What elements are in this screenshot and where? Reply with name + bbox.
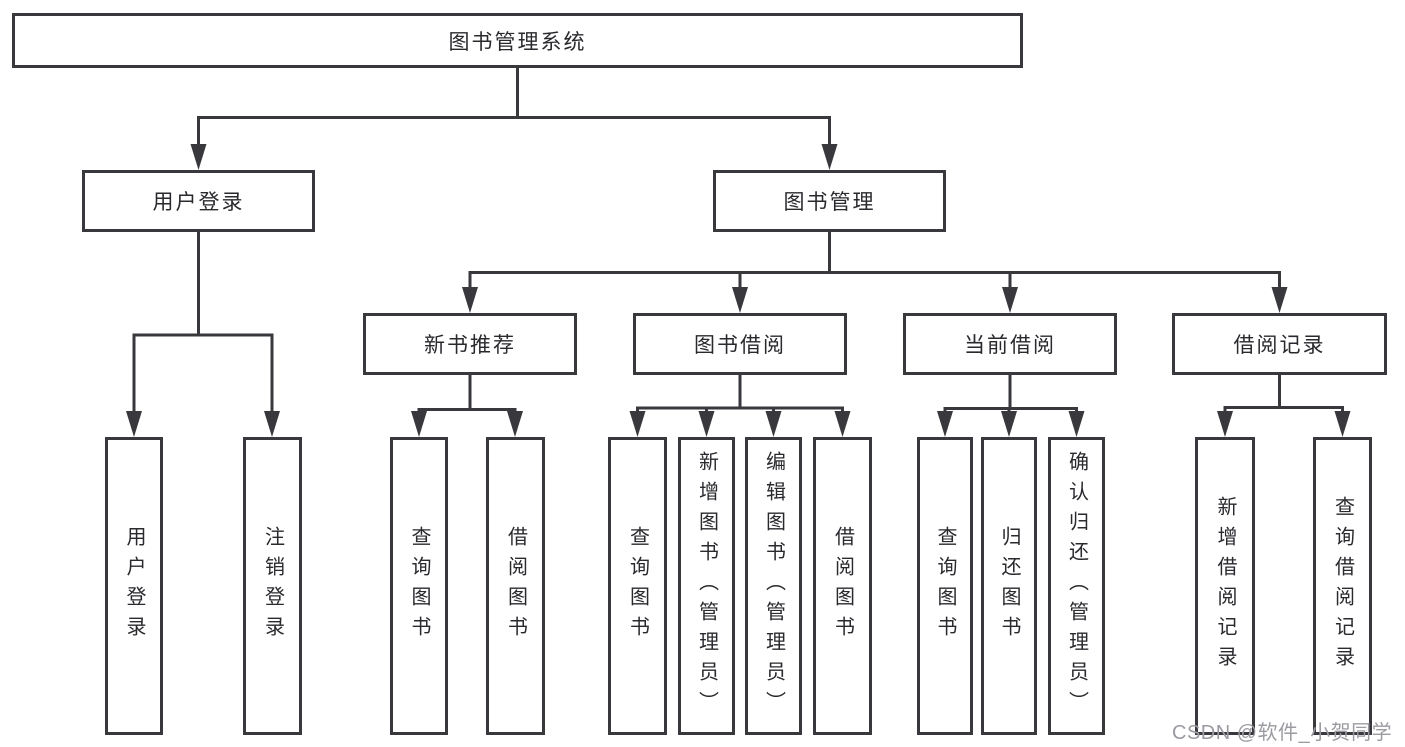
- node-new-book-recommend: 新书推荐: [363, 313, 577, 375]
- leaf-borrow-book-label: 借阅图书: [831, 526, 854, 646]
- leaf-query-borrow-record: 查询借阅记录: [1313, 437, 1372, 735]
- node-root-system: 图书管理系统: [12, 13, 1023, 68]
- leaf-logout: 注销登录: [243, 437, 302, 735]
- leaf-confirm-return-admin: 确认归还（管理员）: [1048, 437, 1105, 735]
- leaf-borrow-book: 借阅图书: [813, 437, 872, 735]
- leaf-user-login-label: 用户登录: [123, 526, 145, 646]
- leaf-query-book-borrow-label: 查询图书: [626, 526, 649, 646]
- leaf-add-book-admin-label: 新增图书（管理员）: [695, 451, 718, 721]
- leaf-query-book-borrow: 查询图书: [608, 437, 667, 735]
- leaf-edit-book-admin-label: 编辑图书（管理员）: [762, 451, 785, 721]
- leaf-borrow-book-recommend: 借阅图书: [486, 437, 545, 735]
- leaf-return-book: 归还图书: [981, 437, 1037, 735]
- node-book-borrow: 图书借阅: [633, 313, 847, 375]
- leaf-add-book-admin: 新增图书（管理员）: [678, 437, 735, 735]
- csdn-watermark: CSDN @软件_小贺同学: [1172, 722, 1393, 744]
- leaf-user-login: 用户登录: [105, 437, 163, 735]
- leaf-return-book-label: 归还图书: [998, 526, 1020, 646]
- leaf-query-borrow-record-label: 查询借阅记录: [1331, 496, 1354, 676]
- leaf-query-book-recommend-label: 查询图书: [408, 526, 430, 646]
- leaf-query-book-current-label: 查询图书: [934, 526, 956, 646]
- leaf-borrow-book-recommend-label: 借阅图书: [504, 526, 527, 646]
- leaf-query-book-recommend: 查询图书: [390, 437, 448, 735]
- leaf-confirm-return-admin-label: 确认归还（管理员）: [1065, 451, 1088, 721]
- leaf-logout-label: 注销登录: [261, 526, 284, 646]
- node-current-borrow: 当前借阅: [903, 313, 1117, 375]
- node-borrow-records: 借阅记录: [1172, 313, 1387, 375]
- leaf-add-borrow-record: 新增借阅记录: [1195, 437, 1255, 735]
- node-user-login: 用户登录: [82, 170, 315, 232]
- leaf-add-borrow-record-label: 新增借阅记录: [1214, 496, 1236, 676]
- leaf-edit-book-admin: 编辑图书（管理员）: [745, 437, 802, 735]
- leaf-query-book-current: 查询图书: [917, 437, 973, 735]
- node-book-management: 图书管理: [713, 170, 946, 232]
